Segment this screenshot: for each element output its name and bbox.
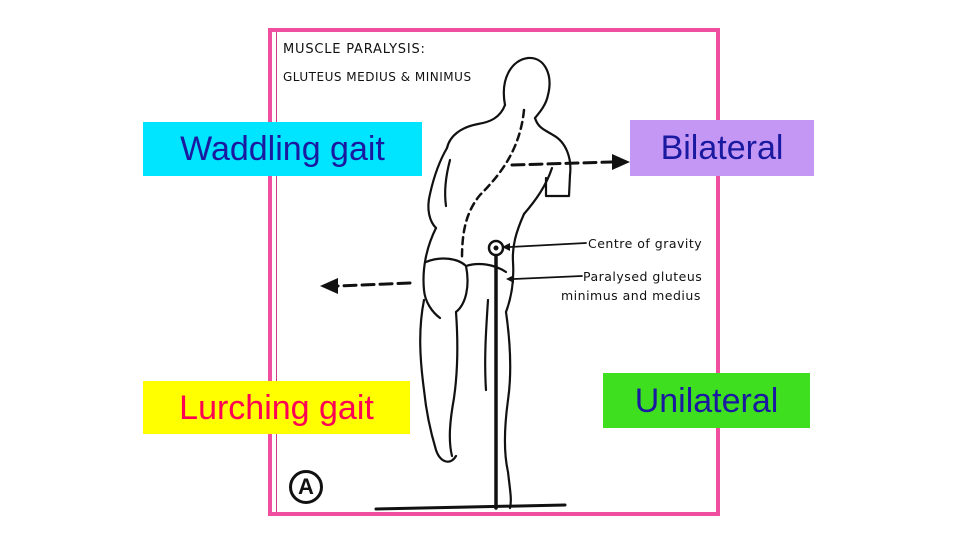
- left-leg-outline: [419, 298, 458, 463]
- panel-letter-badge: A: [289, 470, 323, 504]
- paralysed-gluteus-label-line-2: minimus and medius: [561, 288, 701, 303]
- arrowhead-left: [320, 278, 338, 294]
- torso-outline: [422, 226, 442, 320]
- gluteus-pointer-line: [513, 275, 583, 280]
- buttocks-outline: [424, 257, 468, 268]
- gluteus-arrowhead: [506, 275, 514, 283]
- dashed-arrow-right: [510, 160, 614, 167]
- waddling-gait-label: Waddling gait: [143, 122, 422, 176]
- right-leg-outline: [503, 310, 512, 510]
- unilateral-label: Unilateral: [603, 373, 810, 428]
- left-arm-outline: [427, 146, 449, 230]
- right-arm-outline: [544, 173, 572, 198]
- paralysed-gluteus-label-line-1: Paralysed gluteus: [583, 269, 703, 284]
- centre-of-gravity-label: Centre of gravity: [588, 236, 703, 251]
- bilateral-label: Bilateral: [630, 120, 814, 176]
- ground-line: [374, 503, 567, 511]
- figure-title-line-2: GLUTEUS MEDIUS & MINIMUS: [283, 70, 472, 84]
- figure-frame: [268, 28, 720, 516]
- figure-title-line-1: MUSCLE PARALYSIS:: [283, 42, 426, 57]
- dashed-arrow-left: [336, 281, 412, 288]
- arrowhead-right: [612, 154, 630, 170]
- lurching-gait-label: Lurching gait: [143, 381, 410, 434]
- cog-arrowhead: [502, 243, 510, 251]
- shoulder-outline: [445, 103, 507, 150]
- cog-pointer-line: [509, 242, 587, 248]
- spine-line: [460, 108, 526, 260]
- head-outline: [502, 56, 551, 120]
